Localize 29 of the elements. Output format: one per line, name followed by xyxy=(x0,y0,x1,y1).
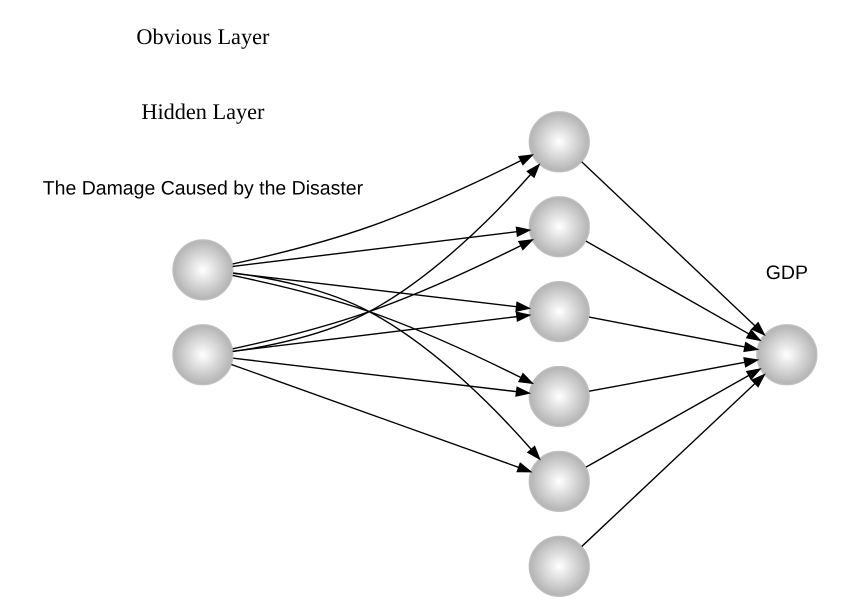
node-circle xyxy=(172,239,234,300)
node-circle xyxy=(528,196,590,258)
arrow xyxy=(580,161,766,336)
arrow xyxy=(232,311,531,352)
label: Obvious Layer xyxy=(136,24,269,50)
arrow xyxy=(232,274,534,384)
arrow xyxy=(232,226,531,268)
node-circle xyxy=(528,366,590,428)
node-circle xyxy=(528,536,590,597)
arrow xyxy=(585,368,762,468)
node-circle xyxy=(756,324,817,386)
node-circle xyxy=(172,324,234,386)
arrow xyxy=(232,238,534,350)
arrow xyxy=(232,272,531,312)
arrow xyxy=(232,154,534,265)
label: Hidden Layer xyxy=(140,99,264,124)
arrow xyxy=(588,357,759,392)
node-label: GDP xyxy=(765,262,808,284)
arrow xyxy=(232,163,540,352)
node-circle xyxy=(528,450,590,512)
node-circle xyxy=(528,111,590,172)
arrow xyxy=(585,240,762,342)
node-label: The Damage Caused by the Disaster xyxy=(42,177,363,200)
arrow xyxy=(580,373,766,547)
arrow xyxy=(232,272,540,461)
arrow xyxy=(588,316,759,352)
node-circle xyxy=(528,281,590,342)
arrow xyxy=(230,364,532,472)
arrow xyxy=(232,358,531,397)
